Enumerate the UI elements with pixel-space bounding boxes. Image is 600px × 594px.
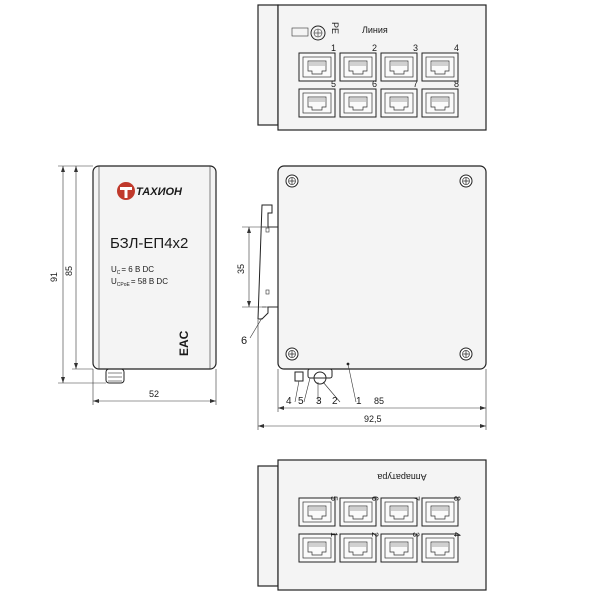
brand-logo: ТАХИОН — [117, 182, 183, 200]
front-view-body — [92, 165, 217, 370]
rj45-port — [421, 52, 459, 82]
dim-52: 52 — [92, 369, 217, 405]
callout-6: 6 — [241, 335, 247, 347]
bottom-view: Аппаратура 5 6 7 8 1 2 3 4 — [257, 459, 487, 591]
dim-85-depth: 85 — [277, 369, 487, 412]
top-port-grid: 1 2 3 4 5 6 7 8 — [298, 43, 459, 118]
callout-4: 4 — [286, 396, 292, 407]
eac-mark: EAC — [177, 330, 191, 356]
rj45-port — [421, 88, 459, 118]
callout-leaders — [249, 317, 357, 403]
port-number: 1 — [331, 43, 336, 53]
rj45-port — [339, 497, 377, 527]
corner-screws — [285, 174, 473, 361]
pe-label: PE — [330, 22, 340, 34]
port-number: 4 — [452, 532, 462, 537]
port-number: 6 — [372, 79, 377, 89]
side-connector — [294, 368, 333, 385]
line-label: Линия — [362, 25, 388, 35]
callout-1: 1 — [356, 396, 362, 407]
callout-2: 2 — [332, 396, 338, 407]
rj45-port — [380, 497, 418, 527]
port-number: 7 — [411, 496, 421, 501]
spec-upoe: UСPoE= 58 В DC — [111, 277, 168, 288]
rj45-port — [339, 52, 377, 82]
port-number: 3 — [411, 532, 421, 537]
dim-85-height: 85 — [64, 166, 93, 370]
port-number: 8 — [454, 79, 459, 89]
rj45-port — [421, 533, 459, 563]
side-view: 35 85 92,5 1 2 3 4 5 — [236, 165, 487, 430]
port-number: 3 — [413, 43, 418, 53]
top-view: PE Линия 1 2 3 4 5 6 7 8 — [257, 4, 487, 131]
dim-85-height-label: 85 — [64, 266, 74, 276]
dim-35: 35 — [236, 226, 266, 308]
din-clip-side — [257, 4, 279, 126]
brand-name: ТАХИОН — [136, 186, 183, 198]
dim-92-5-label: 92,5 — [364, 414, 382, 424]
rj45-port — [421, 497, 459, 527]
rj45-port — [380, 88, 418, 118]
dim-52-label: 52 — [149, 389, 159, 399]
screw-icon — [285, 174, 299, 188]
rj45-port — [380, 52, 418, 82]
rj45-port — [380, 533, 418, 563]
bottom-port-grid: 5 6 7 8 1 2 3 4 — [298, 496, 462, 563]
port-number: 4 — [454, 43, 459, 53]
port-number: 6 — [370, 496, 380, 501]
port-number: 5 — [329, 496, 339, 501]
rj45-port — [339, 533, 377, 563]
screw-icon — [459, 347, 473, 361]
dim-92-5: 92,5 — [257, 320, 487, 430]
dim-85-depth-label: 85 — [374, 396, 384, 406]
port-number: 8 — [452, 496, 462, 501]
port-number: 2 — [372, 43, 377, 53]
front-view: ТАХИОН БЗЛ-ЕП4x2 UС= 6 В DC UСPoE= 58 В … — [49, 165, 217, 405]
front-connector — [105, 368, 125, 384]
screw-icon — [459, 174, 473, 188]
dim-91-label: 91 — [49, 272, 59, 282]
port-number: 7 — [413, 79, 418, 89]
spec-uc: UС= 6 В DC — [111, 265, 154, 276]
screw-icon — [285, 347, 299, 361]
pe-terminal — [291, 25, 326, 41]
dim-35-label: 35 — [236, 264, 246, 274]
rj45-port — [298, 497, 336, 527]
rj45-port — [339, 88, 377, 118]
equipment-label: Аппаратура — [377, 472, 426, 482]
din-clip-side-bottom — [257, 465, 279, 587]
callout-5: 5 — [298, 396, 304, 407]
port-number: 1 — [329, 532, 339, 537]
model-label: БЗЛ-ЕП4x2 — [110, 235, 188, 252]
rj45-port — [298, 533, 336, 563]
rj45-port — [298, 52, 336, 82]
port-number: 2 — [370, 532, 380, 537]
rj45-port — [298, 88, 336, 118]
callout-3: 3 — [316, 396, 322, 407]
side-view-body — [277, 165, 487, 370]
din-rail-clip — [257, 204, 279, 320]
dim-91: 91 — [49, 165, 106, 384]
port-number: 5 — [331, 79, 336, 89]
